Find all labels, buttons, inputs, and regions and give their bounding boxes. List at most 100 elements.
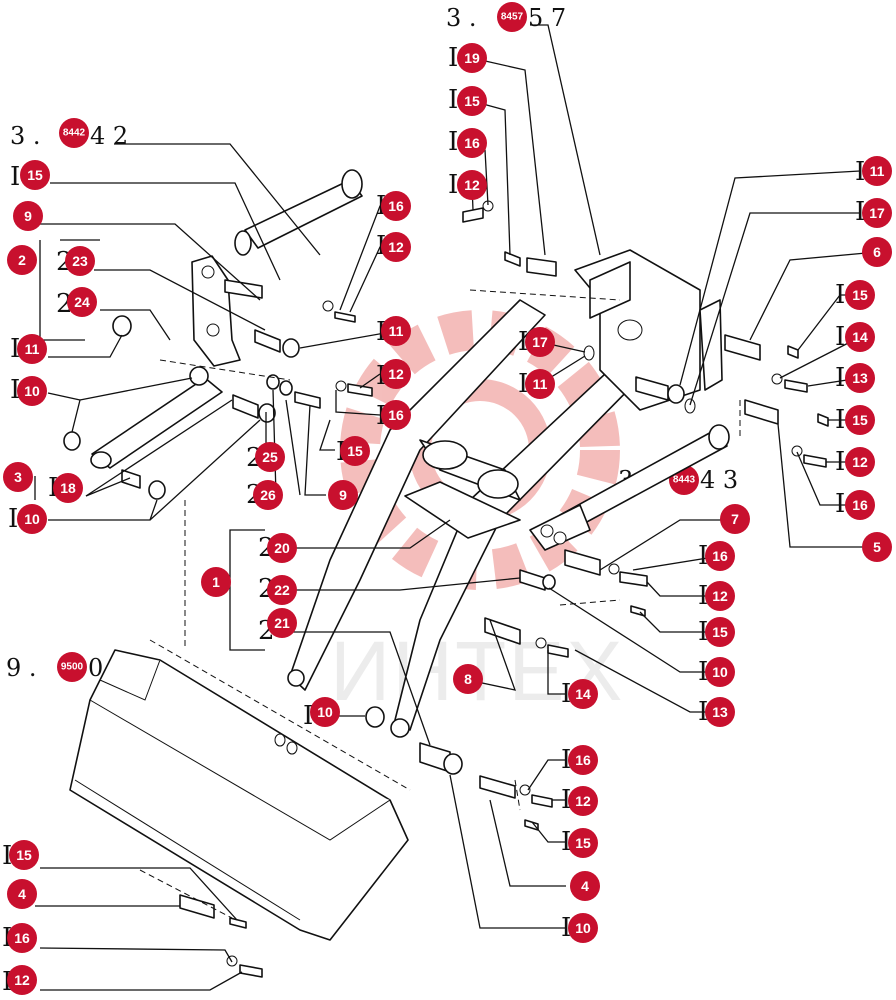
ref-prefix: 3 .: [446, 4, 477, 32]
callout-label: 3: [14, 469, 22, 485]
callout-12[interactable]: 12: [457, 170, 487, 200]
callout-8[interactable]: 8: [453, 664, 483, 694]
callout-circle: [845, 280, 875, 310]
callout-circle: [310, 697, 340, 727]
callout-16[interactable]: 16: [457, 128, 487, 158]
callout-circle: [568, 913, 598, 943]
svg-text:I: I: [698, 541, 708, 571]
callout-13[interactable]: 13: [705, 697, 735, 727]
callout-label: 12: [388, 239, 404, 255]
callout-label: 10: [24, 511, 40, 527]
svg-text:I: I: [698, 617, 708, 647]
callout-6[interactable]: 6: [862, 237, 892, 267]
callout-label: 14: [852, 329, 868, 345]
callout-label: 12: [14, 972, 30, 988]
callout-15[interactable]: 15: [705, 617, 735, 647]
callout-19[interactable]: 19: [457, 43, 487, 73]
callout-15[interactable]: 15: [845, 280, 875, 310]
callout-4[interactable]: 4: [570, 871, 600, 901]
callout-5[interactable]: 5: [862, 532, 892, 562]
callout-14[interactable]: 14: [568, 679, 598, 709]
callout-25[interactable]: 25: [255, 442, 285, 472]
callout-26[interactable]: 26: [253, 480, 283, 510]
callout-13[interactable]: 13: [845, 363, 875, 393]
callout-16[interactable]: 16: [705, 541, 735, 571]
callout-12[interactable]: 12: [568, 786, 598, 816]
callout-circle: [328, 480, 358, 510]
callout-2[interactable]: 2: [7, 245, 37, 275]
ref-9-9500[interactable]: 9 . 9500 0: [6, 652, 103, 682]
callout-15[interactable]: 15: [457, 86, 487, 116]
callout-label: 4: [581, 878, 589, 894]
callout-20[interactable]: 20: [267, 533, 297, 563]
callout-label: 13: [852, 370, 868, 386]
callout-10[interactable]: 10: [568, 913, 598, 943]
callout-17[interactable]: 17: [525, 327, 555, 357]
callout-12[interactable]: 12: [381, 232, 411, 262]
callout-10[interactable]: 10: [17, 504, 47, 534]
callout-11[interactable]: 11: [381, 316, 411, 346]
callout-10[interactable]: 10: [17, 376, 47, 406]
callout-10[interactable]: 10: [310, 697, 340, 727]
callout-label: 11: [870, 163, 885, 179]
callout-11[interactable]: 11: [17, 334, 47, 364]
callout-16[interactable]: 16: [568, 745, 598, 775]
parts-artwork: [63, 169, 829, 978]
callout-11[interactable]: 11: [525, 369, 555, 399]
callout-circle: [381, 400, 411, 430]
callout-circle: [568, 786, 598, 816]
ref-suffix: 4 2: [90, 122, 128, 150]
callout-label: 15: [852, 412, 868, 428]
callout-circle: [7, 879, 37, 909]
callout-label: 10: [24, 383, 40, 399]
ref-3-8442[interactable]: 3 . 8442 4 2: [10, 118, 128, 150]
ref-prefix: 9 .: [6, 654, 37, 682]
callout-circle: [267, 533, 297, 563]
callout-circle: [20, 160, 50, 190]
callout-16[interactable]: 16: [381, 400, 411, 430]
callout-15[interactable]: 15: [20, 160, 50, 190]
callout-circle: [845, 447, 875, 477]
callout-10[interactable]: 10: [705, 657, 735, 687]
callout-label: 12: [852, 454, 868, 470]
callout-24[interactable]: 24: [67, 287, 97, 317]
svg-text:I: I: [303, 701, 313, 731]
callout-circle: [457, 170, 487, 200]
svg-text:I: I: [10, 334, 20, 364]
callout-1[interactable]: 1: [201, 567, 231, 597]
callout-label: 16: [14, 930, 30, 946]
callout-label: 17: [869, 205, 885, 221]
callout-label: 19: [464, 50, 480, 66]
callout-17[interactable]: 17: [862, 198, 892, 228]
callout-3[interactable]: 3: [3, 462, 33, 492]
callout-15[interactable]: 15: [9, 840, 39, 870]
callout-circle: [255, 442, 285, 472]
callout-label: 24: [74, 294, 90, 310]
callout-23[interactable]: 23: [65, 246, 95, 276]
callout-12[interactable]: 12: [845, 447, 875, 477]
callout-12[interactable]: 12: [705, 581, 735, 611]
callout-22[interactable]: 22: [267, 575, 297, 605]
callout-16[interactable]: 16: [7, 923, 37, 953]
callout-11[interactable]: 11: [862, 156, 892, 186]
callout-15[interactable]: 15: [340, 436, 370, 466]
callout-16[interactable]: 16: [845, 490, 875, 520]
callout-12[interactable]: 12: [7, 965, 37, 995]
callout-9[interactable]: 9: [328, 480, 358, 510]
svg-text:I: I: [10, 162, 20, 192]
callout-21[interactable]: 21: [267, 608, 297, 638]
callout-18[interactable]: 18: [53, 473, 83, 503]
callout-7[interactable]: 7: [720, 504, 750, 534]
callout-15[interactable]: 15: [845, 405, 875, 435]
ref-3-8457[interactable]: 3 . 8457 5 7: [446, 2, 566, 32]
svg-text:I: I: [698, 581, 708, 611]
callout-15[interactable]: 15: [568, 828, 598, 858]
callout-14[interactable]: 14: [845, 322, 875, 352]
callout-16[interactable]: 16: [381, 191, 411, 221]
svg-text:I: I: [448, 127, 458, 157]
callout-label: 15: [16, 847, 32, 863]
callout-4[interactable]: 4: [7, 879, 37, 909]
callout-12[interactable]: 12: [381, 359, 411, 389]
callout-label: 16: [852, 497, 868, 513]
callout-9[interactable]: 9: [13, 201, 43, 231]
